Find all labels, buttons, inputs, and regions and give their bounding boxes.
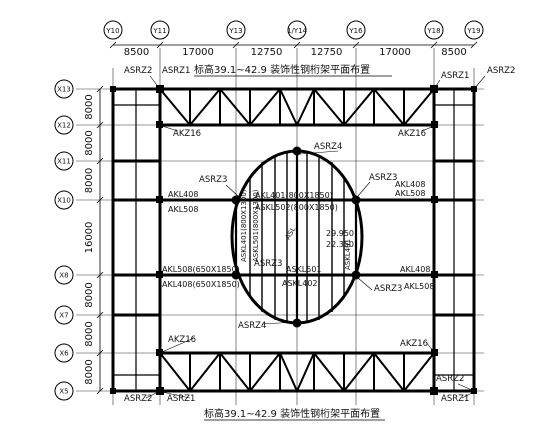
row-axis-label: X13 [57, 86, 71, 94]
column-axis-bubble: Y16 [346, 20, 366, 40]
label-akl408-bl: AKL408(650X1850) [162, 280, 240, 289]
label-akl508-br: AKL508 [404, 282, 434, 291]
label-asrz3-right: ASRZ3 [369, 173, 397, 183]
label-asrz1-bl: ASRZ1 [167, 394, 195, 404]
label-asrz4-bottom: ASRZ4 [238, 321, 266, 331]
member-labels: ASRZ2 ASRZ1 ASRZ1 ASRZ2 AKZ16 AKZ16 ASRZ… [124, 66, 515, 404]
column-axis-bubble: 1/Y14 [287, 20, 308, 40]
label-askl402-mid: ASKL402 [282, 279, 318, 288]
label-asrz3-center: ASRZ3 [254, 259, 282, 269]
title-top: 标高39.1~42.9 装饰性钢桁架平面布置 [194, 63, 370, 76]
row-axis-bubble: X5 [54, 381, 74, 401]
label-asrz1-br: ASRZ1 [441, 394, 469, 404]
label-askl502-top: ASKL502(800X1850) [255, 203, 338, 212]
label-asrz2-tr: ASRZ2 [487, 66, 515, 76]
row-axis-label: X7 [59, 312, 68, 320]
column-axis-bubbles: Y10 Y11 Y13 1/Y14 Y16 Y18 Y19 [103, 20, 484, 40]
row-axis-bubble: X10 [54, 190, 74, 210]
row-axis-bubble: X8 [54, 265, 74, 285]
row-spacing-label: 8000 [84, 168, 95, 193]
row-spacing-label: 8000 [84, 321, 95, 346]
label-asrz3-lower-right: ASRZ3 [374, 284, 402, 294]
column-axis-label: 1/Y14 [287, 27, 308, 35]
row-spacing-label: 16000 [84, 222, 95, 254]
title-bottom: 标高39.1~42.9 装饰性钢桁架平面布置 [204, 407, 380, 420]
column-axis-label: Y16 [348, 27, 363, 35]
row-axis-bubble: X7 [54, 305, 74, 325]
label-akz16-tl: AKZ16 [173, 129, 201, 139]
row-axis-label: X8 [59, 272, 68, 280]
column-spacing-label: 8500 [124, 47, 149, 58]
leader-lines [145, 75, 486, 399]
label-asrz2-tl: ASRZ2 [124, 66, 152, 76]
row-axis-label: X6 [59, 350, 69, 358]
label-asrz2-br: ASRZ2 [436, 374, 464, 384]
column-spacing-label: 17000 [379, 47, 411, 58]
row-dimension-chain: 8000 8000 8000 16000 8000 8000 8000 [84, 85, 104, 395]
row-spacing-label: 8000 [84, 359, 95, 384]
column-axis-label: Y10 [105, 27, 119, 35]
column-dimension-chain: 8500 17000 12750 12750 17000 8500 [109, 41, 478, 58]
label-akl401-top: AKL401(800X1850) [255, 191, 333, 200]
label-askl501-mid: ASKL501 [286, 265, 322, 274]
column-axis-bubble: Y11 [150, 20, 170, 40]
label-level-1: 29.950 [326, 229, 354, 238]
label-askl501-vert: ASKL501(800X1300) [252, 189, 260, 262]
column-axis-label: Y13 [228, 27, 242, 35]
label-level-2: 22.350 [326, 240, 354, 249]
column-axis-bubble: Y13 [226, 20, 246, 40]
side-bay-members [113, 89, 474, 391]
label-akz16-br: AKZ16 [400, 339, 428, 349]
label-diag-left: ASL [284, 226, 298, 241]
label-akz16-tr: AKZ16 [398, 129, 426, 139]
label-asrz2-bl: ASRZ2 [124, 394, 152, 404]
column-axis-label: Y18 [426, 27, 440, 35]
label-askl401-vert: ASKL401(800X1300) [240, 189, 248, 262]
row-axis-bubble: X11 [54, 151, 74, 171]
column-axis-bubble: Y18 [424, 20, 444, 40]
label-akl408-br: AKL408 [400, 265, 430, 274]
column-axis-bubble: Y19 [464, 20, 484, 40]
bottom-truss-web [159, 352, 435, 392]
column-spacing-label: 12750 [311, 47, 343, 58]
label-akl408-tr: AKL408 [395, 180, 425, 189]
label-akl408-tl: AKL408 [168, 190, 198, 199]
label-askl401-right: ASKL401 [344, 239, 352, 270]
column-spacing-label: 8500 [441, 47, 466, 58]
row-axis-label: X5 [59, 388, 68, 396]
row-spacing-label: 8000 [84, 130, 95, 155]
column-axis-bubble: Y10 [103, 20, 123, 40]
label-akl508-tr: AKL508 [395, 189, 425, 198]
label-akl508-tl: AKL508 [168, 205, 198, 214]
column-spacing-label: 17000 [182, 47, 214, 58]
label-asrz1-tl: ASRZ1 [162, 66, 190, 76]
label-akz16-bl: AKZ16 [168, 335, 196, 345]
row-axis-label: X12 [57, 122, 71, 130]
label-asrz1-tr: ASRZ1 [441, 71, 469, 81]
row-axis-bubble: X12 [54, 115, 74, 135]
row-spacing-label: 8000 [84, 94, 95, 119]
column-axis-label: Y19 [466, 27, 480, 35]
row-axis-label: X10 [57, 197, 71, 205]
label-asrz4-top: ASRZ4 [314, 142, 342, 152]
row-axis-bubble: X13 [54, 79, 74, 99]
row-axis-bubble: X6 [54, 343, 74, 363]
top-truss-web [159, 88, 435, 126]
label-akl508-bl: AKL508(650X1850) [162, 265, 240, 274]
label-asrz3-left: ASRZ3 [199, 175, 227, 185]
row-spacing-label: 8000 [84, 282, 95, 307]
column-axis-label: Y11 [152, 27, 166, 35]
row-axis-label: X11 [57, 158, 71, 166]
column-spacing-label: 12750 [251, 47, 283, 58]
